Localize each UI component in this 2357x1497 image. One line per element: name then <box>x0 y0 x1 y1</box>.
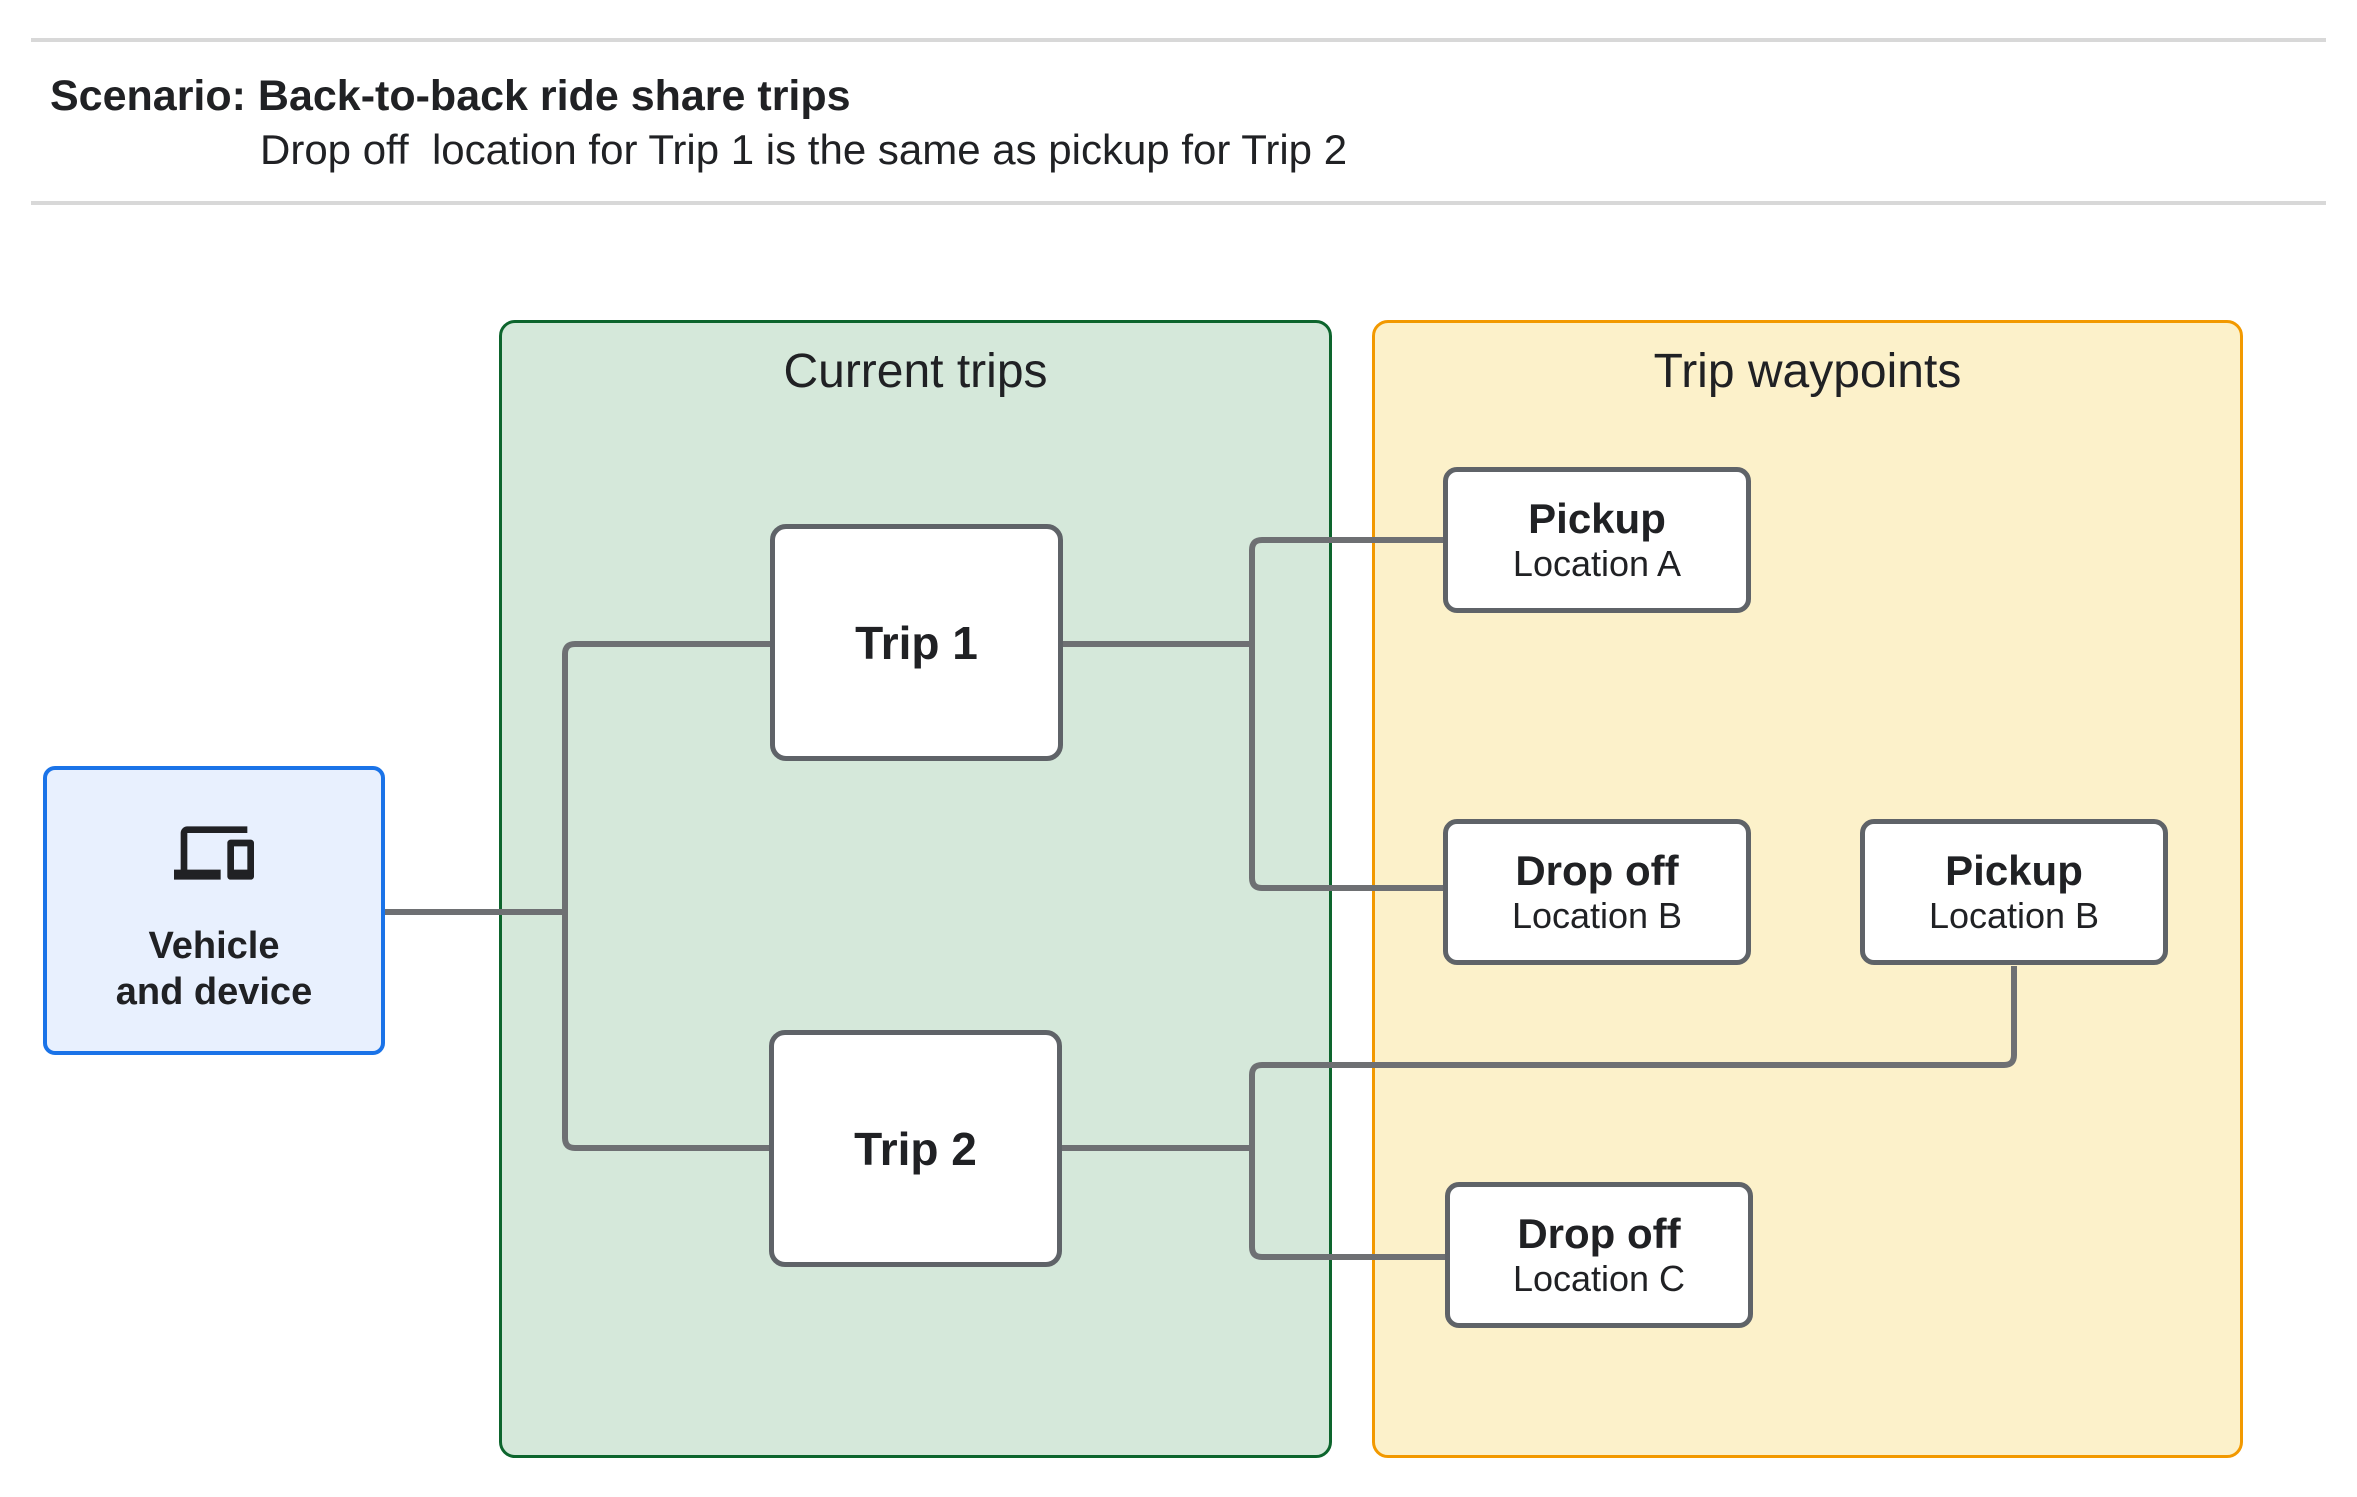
waypoint-title: Drop off <box>1517 1210 1681 1257</box>
panel-title-current-trips: Current trips <box>783 345 1048 398</box>
waypoint-subtitle: Location B <box>1511 895 1683 936</box>
waypoint-subtitle: Location C <box>1512 1258 1686 1299</box>
waypoint-subtitle: Location A <box>1512 543 1682 584</box>
waypoint-dropoff-location-b: Drop off Location B <box>1443 819 1751 965</box>
waypoint-pickup-location-a: Pickup Location A <box>1443 467 1751 613</box>
waypoint-title: Pickup <box>1528 495 1666 542</box>
trip-2-node: Trip 2 <box>769 1030 1062 1267</box>
connector-trip2-junction <box>1249 966 2017 1260</box>
page-subtitle: Drop off location for Trip 1 is the same… <box>260 126 1348 173</box>
vehicle-node: Vehicle and device <box>43 766 385 1055</box>
waypoint-subtitle: Location B <box>1928 895 2100 936</box>
panel-title-trip-waypoints: Trip waypoints <box>1653 345 1962 398</box>
trip-1-label: Trip 1 <box>855 616 978 669</box>
waypoint-pickup-location-b: Pickup Location B <box>1860 819 2168 965</box>
vehicle-label-line1: Vehicle <box>148 925 280 967</box>
connector-vehicle-branch <box>562 641 770 1151</box>
waypoint-title: Pickup <box>1945 847 2083 894</box>
header-divider <box>31 201 2326 205</box>
waypoint-title: Drop off <box>1515 847 1679 894</box>
connector-trip1-split <box>1249 537 1443 891</box>
trip-1-node: Trip 1 <box>770 524 1063 761</box>
vehicle-node-label: Vehicle and device <box>47 923 381 1015</box>
top-divider <box>31 38 2326 42</box>
trip-2-label: Trip 2 <box>854 1122 977 1175</box>
devices-icon <box>174 813 254 893</box>
vehicle-label-line2: and device <box>115 971 313 1013</box>
waypoint-dropoff-location-c: Drop off Location C <box>1445 1182 1753 1328</box>
panel-current-trips: Current trips <box>499 320 1332 1458</box>
page-title: Scenario: Back-to-back ride share trips <box>50 72 851 120</box>
